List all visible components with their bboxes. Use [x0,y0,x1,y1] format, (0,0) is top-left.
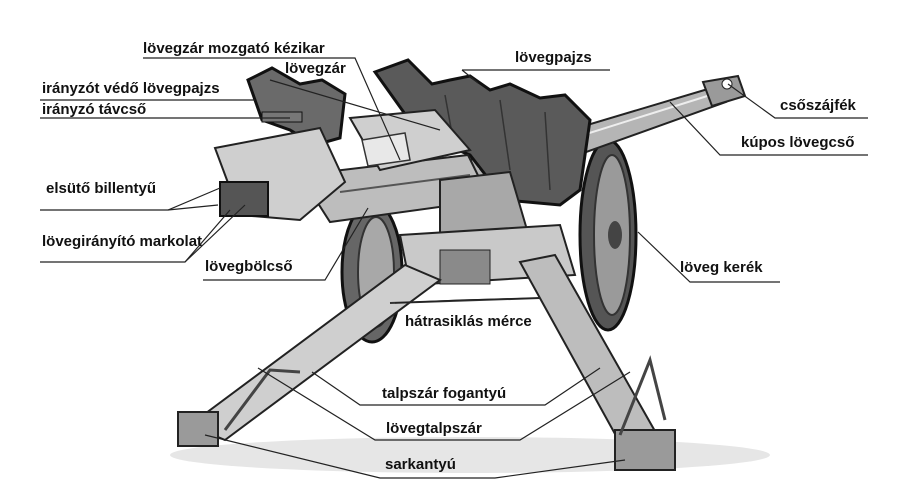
label-lovegiranyito-markolat: lövegirányító markolat [42,233,203,250]
label-iranyzo-tavcso: irányzó távcső [42,101,147,118]
label-hatrasiklas-merce: hátrasiklás mérce [405,313,532,330]
ground-shadow [170,437,770,473]
label-kupos-lovegcso: kúpos lövegcső [741,134,855,151]
sight-housing [213,111,347,222]
sight-shield [246,66,347,147]
label-lovegbolcso: lövegbölcső [205,258,293,275]
label-sarkantyu: sarkantyú [385,456,456,473]
label-lovegzar-mozgato-kezikar: lövegzár mozgató kézikar [143,40,325,57]
label-iranyzot-vedo-lovegpajzs: irányzót védő lövegpajzs [42,80,220,97]
label-talpszar-fogantyu: talpszár fogantyú [382,385,507,402]
label-lovegpajzs: lövegpajzs [515,49,592,66]
leader-lines [40,57,868,479]
label-elsuto-billentyu: elsütő billentyű [46,180,157,197]
label-lovegzar: lövegzár [285,60,346,77]
label-lovegtalpszar: lövegtalpszár [386,420,482,437]
right-wheel [578,138,638,332]
label-csoszajfek: csőszájfék [780,97,856,114]
label-loveg-kerek: löveg kerék [680,259,763,276]
